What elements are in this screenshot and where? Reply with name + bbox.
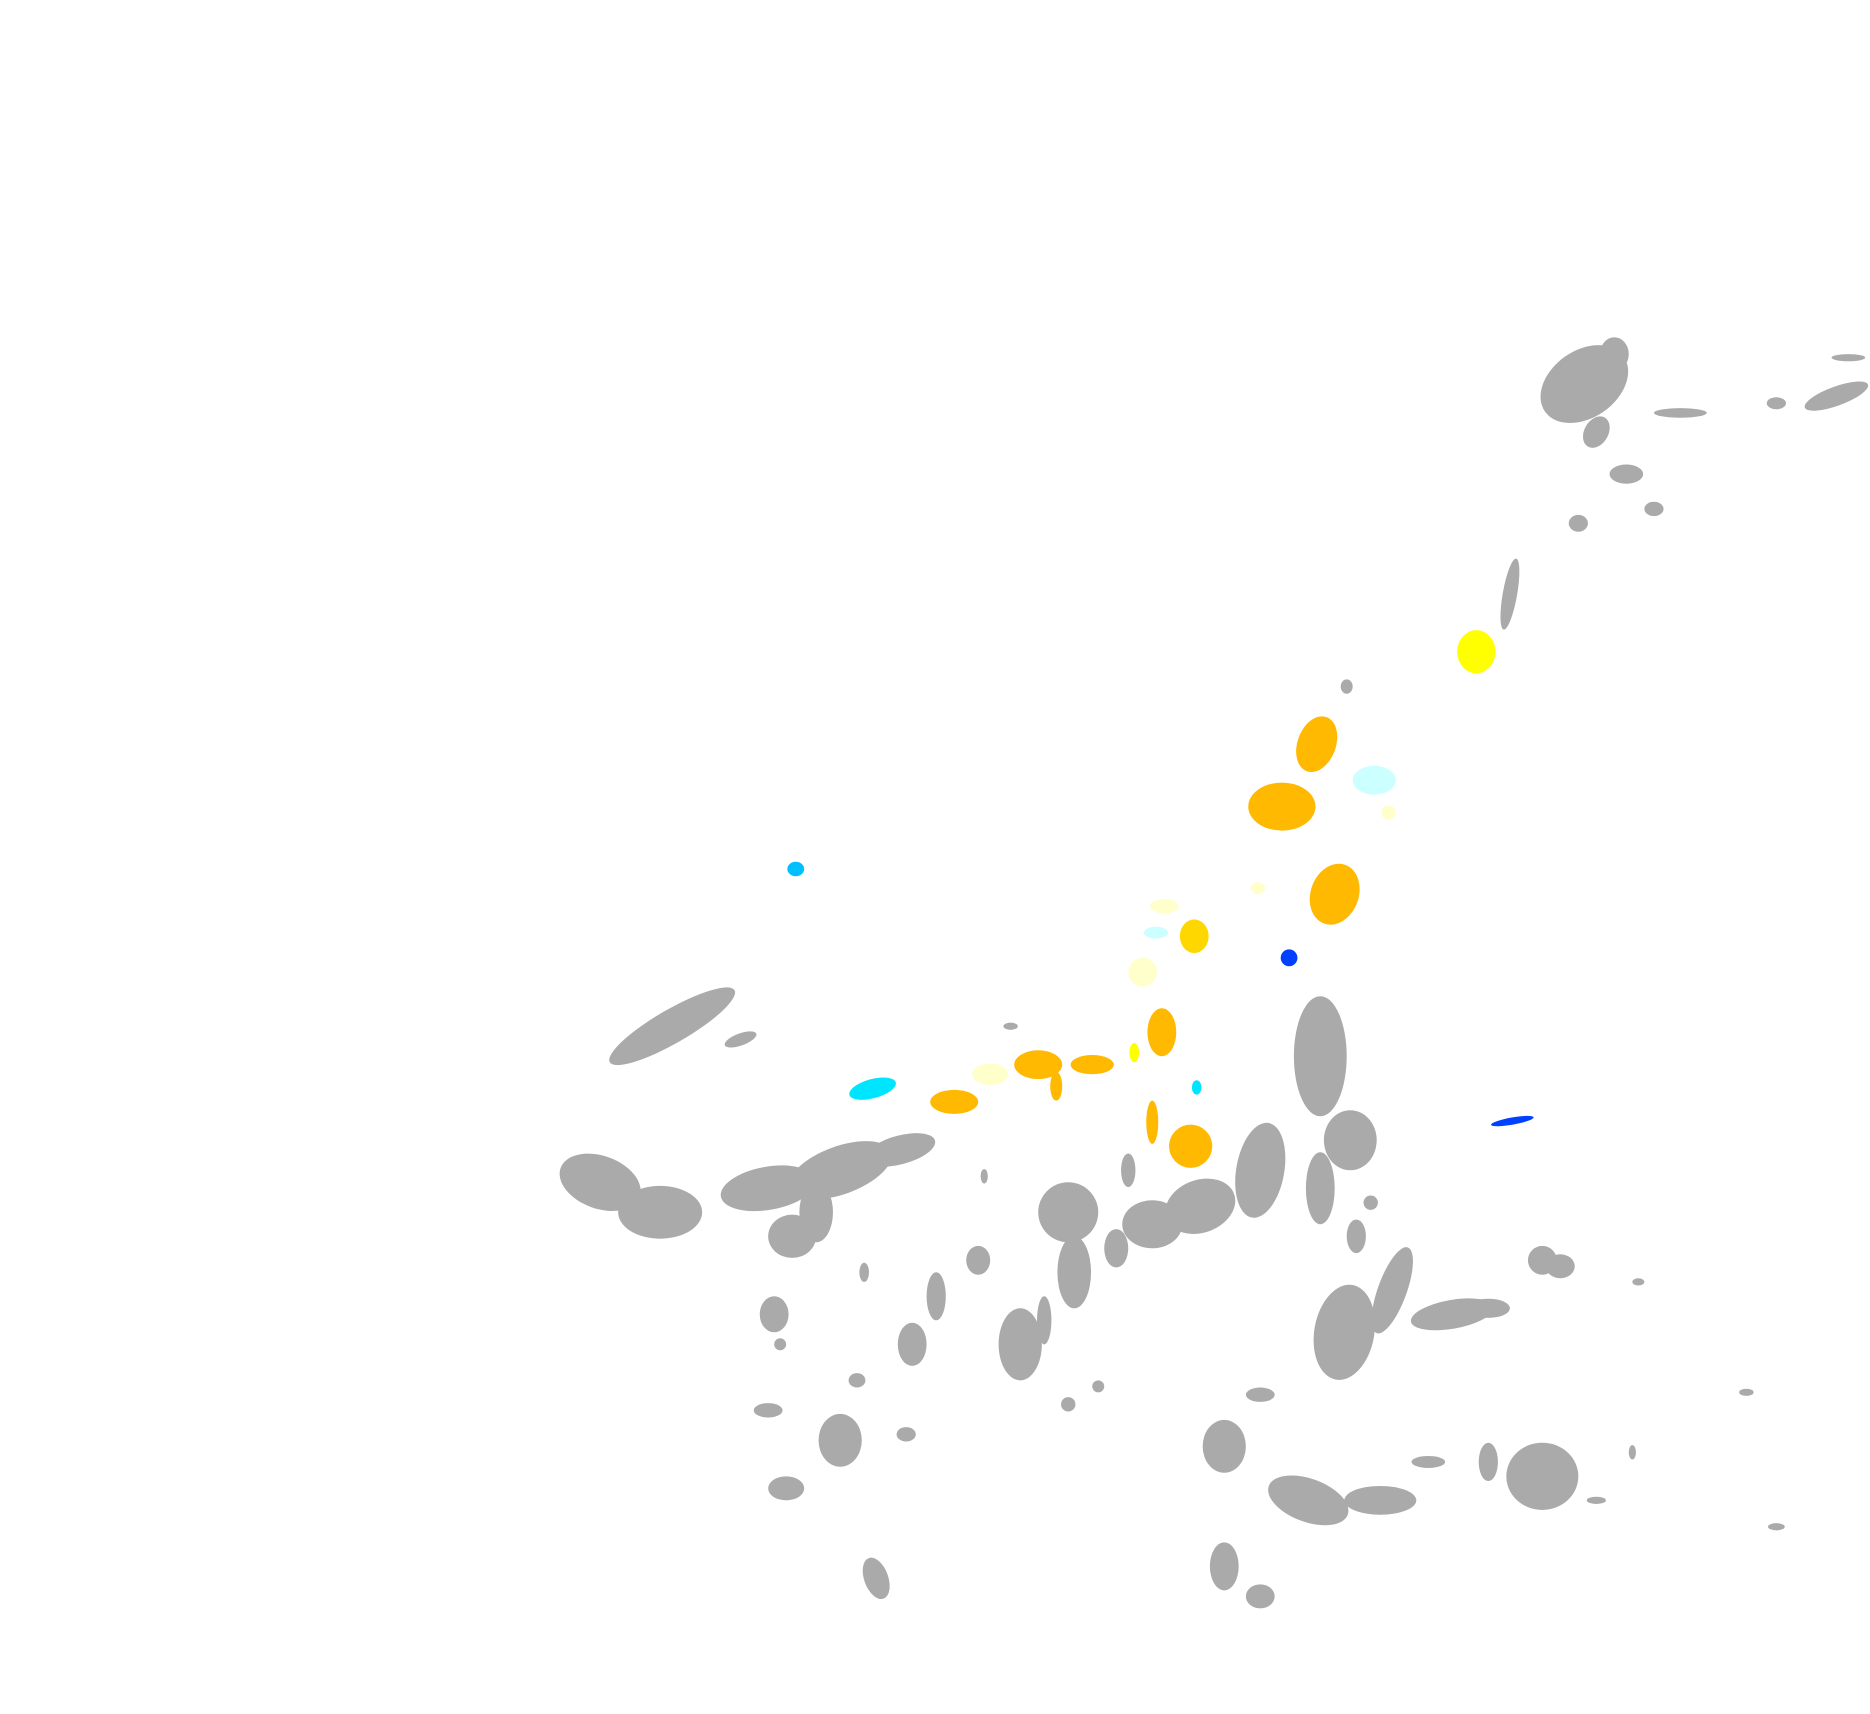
land-area [1313, 1284, 1375, 1380]
land-area [896, 1427, 916, 1442]
land-area [799, 1182, 833, 1243]
orange-zone [1248, 782, 1316, 831]
yellow-zone [1129, 1043, 1140, 1063]
gold-zone [1179, 919, 1209, 954]
land-area [998, 1308, 1042, 1381]
land-area [1305, 1152, 1335, 1225]
land-area [1092, 1380, 1105, 1393]
land-area [609, 987, 736, 1066]
land-area [559, 1153, 641, 1211]
land-area [1104, 1229, 1129, 1268]
colored-zones-layer [787, 630, 1534, 1168]
land-area [980, 1169, 988, 1184]
land-area [1478, 1442, 1498, 1482]
orange-zone [930, 1089, 979, 1114]
orange-zone [1147, 1008, 1177, 1057]
land-area [1632, 1278, 1645, 1286]
land-area [862, 1557, 890, 1600]
orange-zone [1169, 1124, 1213, 1168]
land-area [1466, 1298, 1510, 1318]
land-area [1767, 1523, 1785, 1531]
land-area [1582, 416, 1610, 448]
land-area [926, 1272, 946, 1321]
land-area [1057, 1236, 1092, 1309]
land-area [1644, 501, 1664, 517]
land-area [859, 1262, 869, 1282]
pale-yellow-zone [1128, 957, 1158, 987]
land-area [1323, 1110, 1377, 1171]
land-area [1037, 1296, 1052, 1345]
land-area [818, 1413, 862, 1467]
cyan-zone [849, 1077, 896, 1100]
orange-zone [1070, 1055, 1114, 1075]
land-area [1209, 1542, 1239, 1591]
land-area [1165, 1178, 1236, 1234]
land-area [1121, 1153, 1136, 1188]
cyan-zone [1191, 1080, 1202, 1095]
orange-zone [1014, 1050, 1063, 1080]
sky-zone [787, 861, 805, 877]
land-area [1586, 1496, 1606, 1504]
land-area [1831, 354, 1866, 362]
land-area [1363, 1195, 1378, 1210]
land-area [1500, 558, 1520, 630]
land-area [1340, 679, 1353, 694]
land-area [1346, 1219, 1366, 1254]
land-area [848, 1373, 866, 1388]
land-area [966, 1245, 991, 1275]
land-area [1545, 1254, 1575, 1279]
blue-zone [1491, 1115, 1534, 1127]
land-area [1653, 408, 1707, 418]
land-area [1003, 1022, 1018, 1030]
land-area [1293, 996, 1347, 1117]
orange-zone [1146, 1100, 1159, 1144]
land-area [1766, 397, 1786, 410]
land-area [618, 1185, 703, 1239]
land-area [1038, 1182, 1099, 1243]
pale-yellow-zone [972, 1063, 1009, 1086]
pale-cyan-zone [1352, 765, 1396, 795]
land-area [1371, 1247, 1413, 1334]
blue-zone [1280, 949, 1298, 967]
land-area [1268, 1475, 1349, 1526]
land-area [1202, 1419, 1246, 1473]
land-area [865, 1133, 936, 1167]
orange-zone [1050, 1071, 1063, 1101]
land-area [1235, 1122, 1286, 1218]
land-area [1739, 1388, 1754, 1396]
land-area [1599, 337, 1629, 371]
land-area [768, 1476, 805, 1501]
land-area [1804, 381, 1869, 411]
land-area [1628, 1445, 1636, 1460]
land-area [1568, 514, 1588, 532]
land-area [759, 1296, 789, 1333]
land-area [774, 1338, 787, 1351]
land-area [753, 1403, 783, 1418]
land-layer [559, 337, 1869, 1609]
pale-yellow-zone [1250, 882, 1266, 895]
pale-yellow-zone [1149, 899, 1179, 914]
land-area [1122, 1200, 1183, 1249]
land-area [724, 1031, 757, 1048]
land-area [1245, 1387, 1275, 1402]
pale-yellow-zone [1381, 805, 1396, 820]
land-area [1245, 1584, 1275, 1609]
land-area [897, 1322, 927, 1366]
orange-zone [1296, 716, 1338, 773]
yellow-zone [1457, 630, 1496, 674]
land-area [1344, 1485, 1417, 1515]
pale-cyan-zone [1143, 926, 1168, 939]
orange-zone [1309, 863, 1360, 925]
land-area [1609, 464, 1644, 484]
land-area [1411, 1455, 1446, 1468]
land-area [1506, 1442, 1579, 1510]
land-area [1061, 1397, 1076, 1412]
